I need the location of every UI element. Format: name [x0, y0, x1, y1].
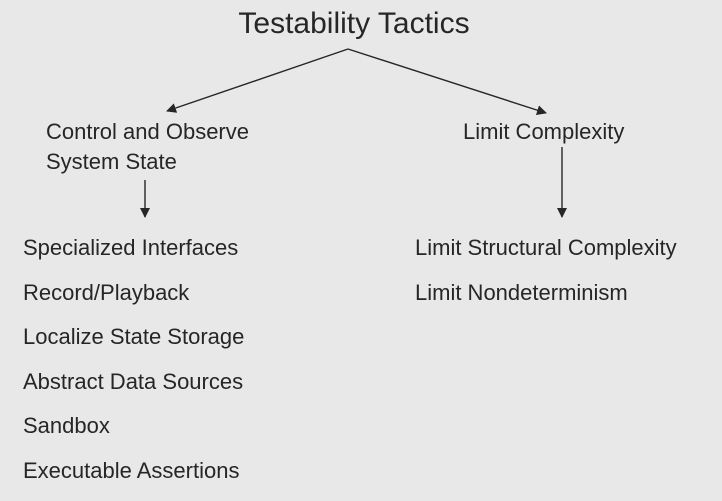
diagram-title: Testability Tactics [238, 7, 470, 40]
tactic-item: Sandbox [23, 413, 110, 439]
tactic-item: Limit Nondeterminism [415, 279, 628, 305]
tactic-item: Specialized Interfaces [23, 235, 239, 260]
tactic-item: Record/Playback [23, 279, 190, 305]
tactic-item: Abstract Data Sources [23, 368, 244, 394]
control-observe-tactics-list: Specialized Interfaces Record/Playback L… [23, 233, 244, 501]
arrow-title-to-left-branch [166, 48, 349, 113]
limit-complexity-tactics-list: Limit Structural Complexity Limit Nondet… [415, 233, 677, 322]
tactic-item: Limit Structural Complexity [415, 235, 677, 260]
arrow-title-to-right-branch [347, 48, 547, 115]
branch-label-line: Control and Observe [46, 119, 249, 144]
branch-label-line: System State [46, 149, 177, 174]
tactic-item: Executable Assertions [23, 457, 240, 483]
branch-control-observe-label: Control and Observe System State [46, 117, 249, 177]
tactic-item: Localize State Storage [23, 324, 245, 350]
branch-limit-complexity-label: Limit Complexity [463, 119, 625, 144]
